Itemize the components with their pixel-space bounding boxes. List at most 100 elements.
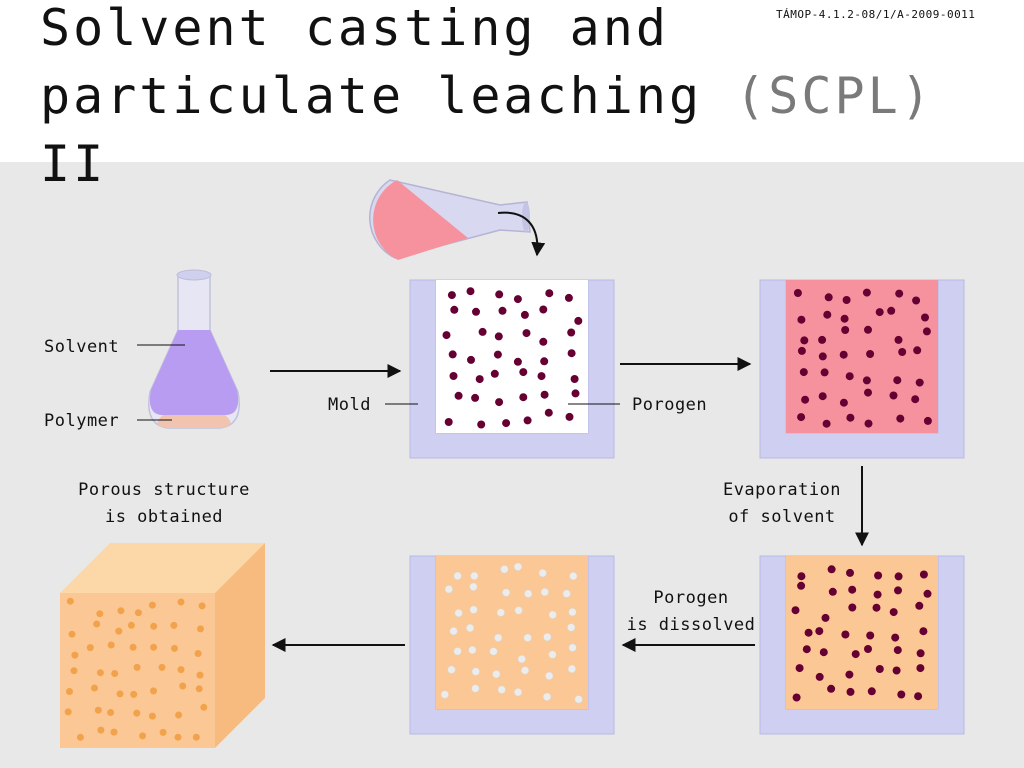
porogen-particle: [513, 357, 522, 366]
pore: [497, 685, 506, 694]
pore: [447, 665, 456, 674]
porogen-particle: [848, 585, 857, 594]
porogen-particle: [791, 606, 800, 615]
porogen-particle: [522, 329, 531, 338]
porogen-particles-in-solution: [793, 288, 932, 428]
porogen-particle: [567, 328, 576, 337]
cube-pore: [148, 712, 156, 720]
porogen-particle: [513, 295, 522, 304]
cube-pore: [150, 687, 157, 695]
label-evaporation-line2: of solvent: [728, 507, 836, 527]
cube-pore: [177, 666, 185, 674]
porogen-particle: [475, 375, 484, 384]
cube-pore: [159, 728, 167, 736]
pore: [548, 610, 557, 619]
porous-cube: [60, 543, 265, 748]
porogen-particle: [923, 589, 932, 598]
pore: [567, 664, 576, 673]
porogen-particle: [864, 325, 872, 334]
porogen-particle: [922, 327, 931, 336]
porogen-particle: [795, 664, 804, 673]
pore: [538, 569, 547, 578]
porogen-particle: [894, 586, 902, 595]
porogen-particle: [898, 348, 907, 356]
porogen-particle: [824, 293, 833, 302]
cube-pore: [133, 709, 141, 717]
porogen-particle: [828, 587, 837, 596]
porogen-particle: [892, 666, 901, 675]
cube-pore: [198, 602, 206, 610]
porogen-particle: [466, 287, 475, 296]
porogen-particle: [442, 331, 451, 340]
porogen-particle: [818, 335, 827, 344]
porogen-particle: [911, 395, 920, 404]
porogen-particle: [841, 630, 850, 639]
pore: [500, 565, 509, 574]
mold-with-dried-polymer: [759, 555, 965, 735]
porogen-particle: [544, 408, 553, 417]
porogen-particle: [916, 664, 925, 673]
cube-pore: [70, 667, 78, 675]
label-mold: Mold: [328, 395, 371, 415]
porogen-particle: [912, 296, 921, 305]
porogen-particle: [875, 665, 884, 673]
porogen-particle: [815, 627, 824, 636]
cube-pore: [177, 598, 185, 606]
porogen-particle: [471, 393, 480, 402]
porogen-particle: [840, 314, 849, 323]
porogen-particle: [801, 395, 810, 404]
pore: [449, 627, 458, 636]
cube-pore: [127, 621, 135, 629]
project-code: TÁMOP-4.1.2-08/1/A-2009-0011: [776, 8, 976, 21]
porogen-particle: [565, 412, 574, 421]
porogen-particle: [887, 306, 896, 315]
header-background: [0, 0, 1024, 162]
cube-pore: [197, 625, 204, 633]
pore: [440, 690, 449, 699]
pore: [569, 572, 578, 581]
pore: [469, 582, 478, 591]
cube-pore: [158, 663, 166, 671]
cube-pore: [110, 728, 118, 736]
porogen-particle: [842, 296, 851, 304]
porogen-particle: [799, 368, 808, 377]
pore: [574, 695, 583, 704]
cube-pore: [139, 732, 147, 740]
porogen-particle: [823, 310, 832, 319]
pore: [453, 647, 462, 656]
porogen-particle: [846, 413, 855, 422]
porogen-particle: [862, 288, 871, 297]
porogen-particles: [442, 287, 583, 429]
label-evaporation: Evaporation of solvent: [706, 477, 858, 531]
pore: [514, 688, 523, 697]
pore: [454, 609, 463, 618]
pore: [568, 608, 577, 617]
cube-pore: [96, 610, 104, 618]
porogen-particle: [815, 672, 824, 681]
title-abbreviation: (SCPL): [735, 67, 934, 125]
porogen-particle: [919, 627, 928, 636]
porogen-particle: [841, 326, 850, 334]
cube-pore: [179, 682, 187, 690]
porogen-particle: [802, 645, 811, 654]
cube-pore: [150, 643, 158, 651]
pore: [548, 650, 557, 659]
porogen-particle: [495, 290, 504, 299]
porogen-particle: [891, 633, 900, 642]
polymer-layer: [157, 415, 231, 428]
porogen-particle: [913, 346, 922, 355]
cube-pore: [97, 726, 105, 734]
porogen-particle: [896, 414, 905, 423]
porogen-particle: [450, 305, 459, 314]
pore: [523, 633, 532, 642]
pore: [444, 585, 453, 594]
cube-pore: [66, 597, 74, 605]
porogen-particle: [540, 357, 549, 366]
porogen-particle: [804, 628, 813, 637]
porogen-particle: [914, 692, 923, 701]
pore: [540, 588, 549, 597]
pore: [469, 605, 478, 614]
porogen-particle: [873, 590, 882, 599]
label-porogen: Porogen: [632, 395, 708, 415]
cube-pore: [150, 622, 158, 630]
